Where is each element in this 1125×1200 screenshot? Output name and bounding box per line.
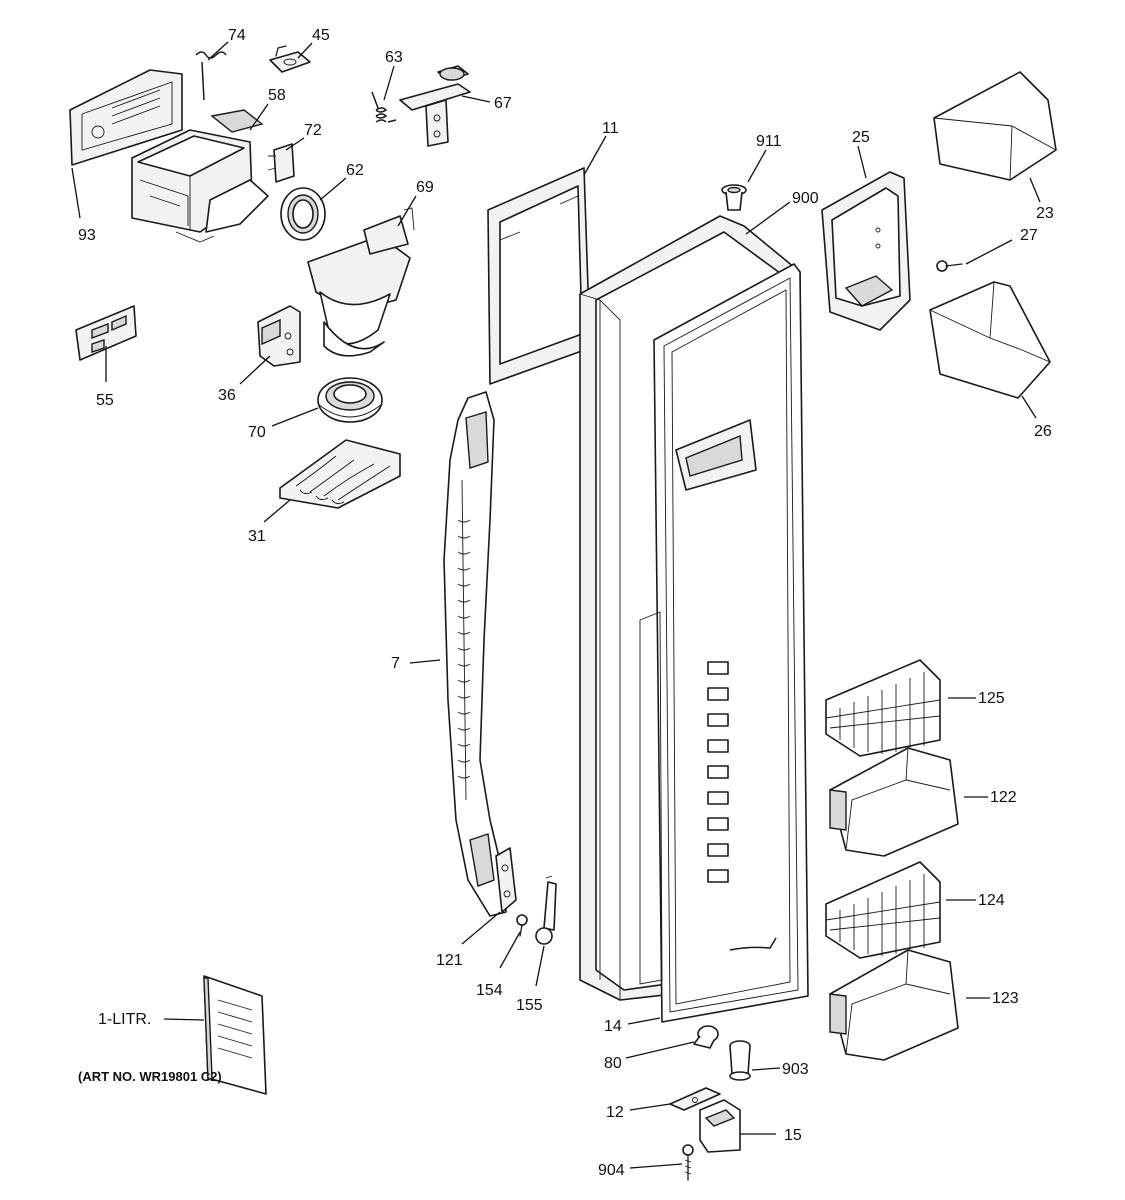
callout-72: 72 — [304, 122, 322, 139]
callout-124: 124 — [978, 892, 1005, 909]
part-125-wire-bin — [825, 659, 941, 757]
part-80-plug — [693, 1025, 719, 1049]
part-123-door-bin — [829, 949, 959, 1061]
callout-27: 27 — [1020, 227, 1038, 244]
part-31-grille — [279, 439, 401, 509]
part-63-spring — [371, 91, 397, 123]
callout-93: 93 — [78, 227, 96, 244]
callout-122: 122 — [990, 789, 1017, 806]
part-93-control-panel — [69, 69, 183, 166]
part-45-clip — [269, 45, 311, 73]
callout-14: 14 — [604, 1018, 622, 1035]
art-number-caption: (ART NO. WR19801 C2) — [78, 1069, 222, 1084]
callout-55: 55 — [96, 392, 114, 409]
callout-74: 74 — [228, 27, 246, 44]
callout-15: 15 — [784, 1127, 802, 1144]
callout-154: 154 — [476, 982, 503, 999]
part-122-door-bin — [829, 747, 959, 857]
part-124-wire-bin — [825, 861, 941, 959]
callout-904: 904 — [598, 1162, 625, 1179]
callout-7: 7 — [391, 655, 400, 672]
callout-23: 23 — [1036, 205, 1054, 222]
callout-1-litr: 1-LITR. — [98, 1011, 151, 1028]
part-11-cover-panel — [487, 167, 591, 385]
part-36-bracket — [257, 305, 301, 367]
part-1-litr-literature — [203, 975, 267, 1095]
callout-125: 125 — [978, 690, 1005, 707]
part-58-dispenser-housing — [131, 109, 269, 243]
callout-67: 67 — [494, 95, 512, 112]
part-26-lower-cover — [929, 281, 1051, 399]
part-27-screw — [936, 260, 963, 272]
callout-11: 11 — [602, 120, 619, 137]
callout-70: 70 — [248, 424, 266, 441]
part-155-hinge-pin — [535, 875, 557, 945]
part-72-switch — [267, 143, 295, 183]
part-67-solenoid-bracket — [399, 65, 471, 147]
callout-63: 63 — [385, 49, 403, 66]
part-904-screw — [682, 1144, 694, 1181]
part-55-board — [75, 305, 137, 361]
callout-labels: 74 45 63 58 67 72 62 11 911 25 93 69 900… — [78, 27, 1054, 1179]
callout-911: 911 — [756, 133, 782, 150]
callout-62: 62 — [346, 162, 364, 179]
callout-12: 12 — [606, 1104, 624, 1121]
part-12-hinge-plate — [669, 1087, 721, 1111]
callout-900: 900 — [792, 190, 819, 207]
callout-45: 45 — [312, 27, 330, 44]
part-14-door-gasket — [639, 263, 809, 1023]
part-62-ring — [280, 187, 326, 241]
callout-26: 26 — [1034, 423, 1052, 440]
part-7-door-handle — [443, 391, 507, 917]
callout-123: 123 — [992, 990, 1019, 1007]
part-69-ice-funnel — [307, 207, 415, 357]
part-121-handle-bracket — [495, 847, 517, 913]
callout-58: 58 — [268, 87, 286, 104]
callout-155: 155 — [516, 997, 543, 1014]
callout-121: 121 — [436, 952, 463, 969]
callout-80: 80 — [604, 1055, 622, 1072]
callout-903: 903 — [782, 1061, 809, 1078]
part-25-dispenser-cover — [821, 171, 911, 331]
callout-36: 36 — [218, 387, 236, 404]
part-911-cap — [721, 184, 747, 211]
callout-25: 25 — [852, 129, 870, 146]
part-154-screw — [516, 914, 528, 937]
part-903-bushing — [729, 1040, 751, 1081]
leader-lines — [71, 41, 1041, 1169]
callout-31: 31 — [248, 528, 266, 545]
part-74-spring — [195, 51, 227, 101]
callout-69: 69 — [416, 179, 434, 196]
part-23-cover — [933, 71, 1057, 181]
part-15-lower-hinge — [699, 1099, 741, 1153]
part-70-coupling — [317, 377, 383, 423]
